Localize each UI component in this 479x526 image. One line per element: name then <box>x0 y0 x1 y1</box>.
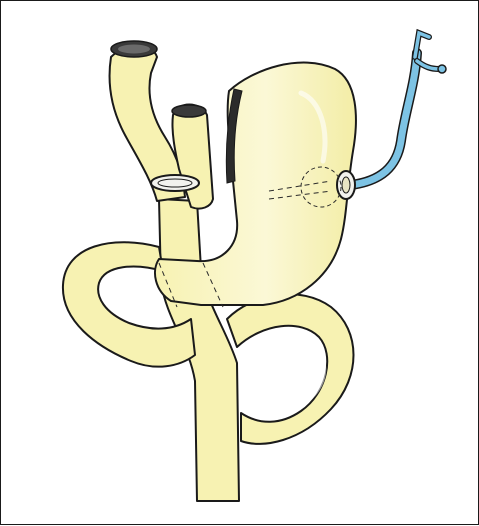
transected-esophagus-lumen <box>172 105 206 117</box>
tube-cap <box>438 65 446 73</box>
gastrostomy-tube-fill <box>351 53 417 185</box>
lower-intestine-loop <box>227 294 354 444</box>
esophagus-lumen-inner <box>118 45 150 54</box>
band-clip <box>151 175 199 191</box>
